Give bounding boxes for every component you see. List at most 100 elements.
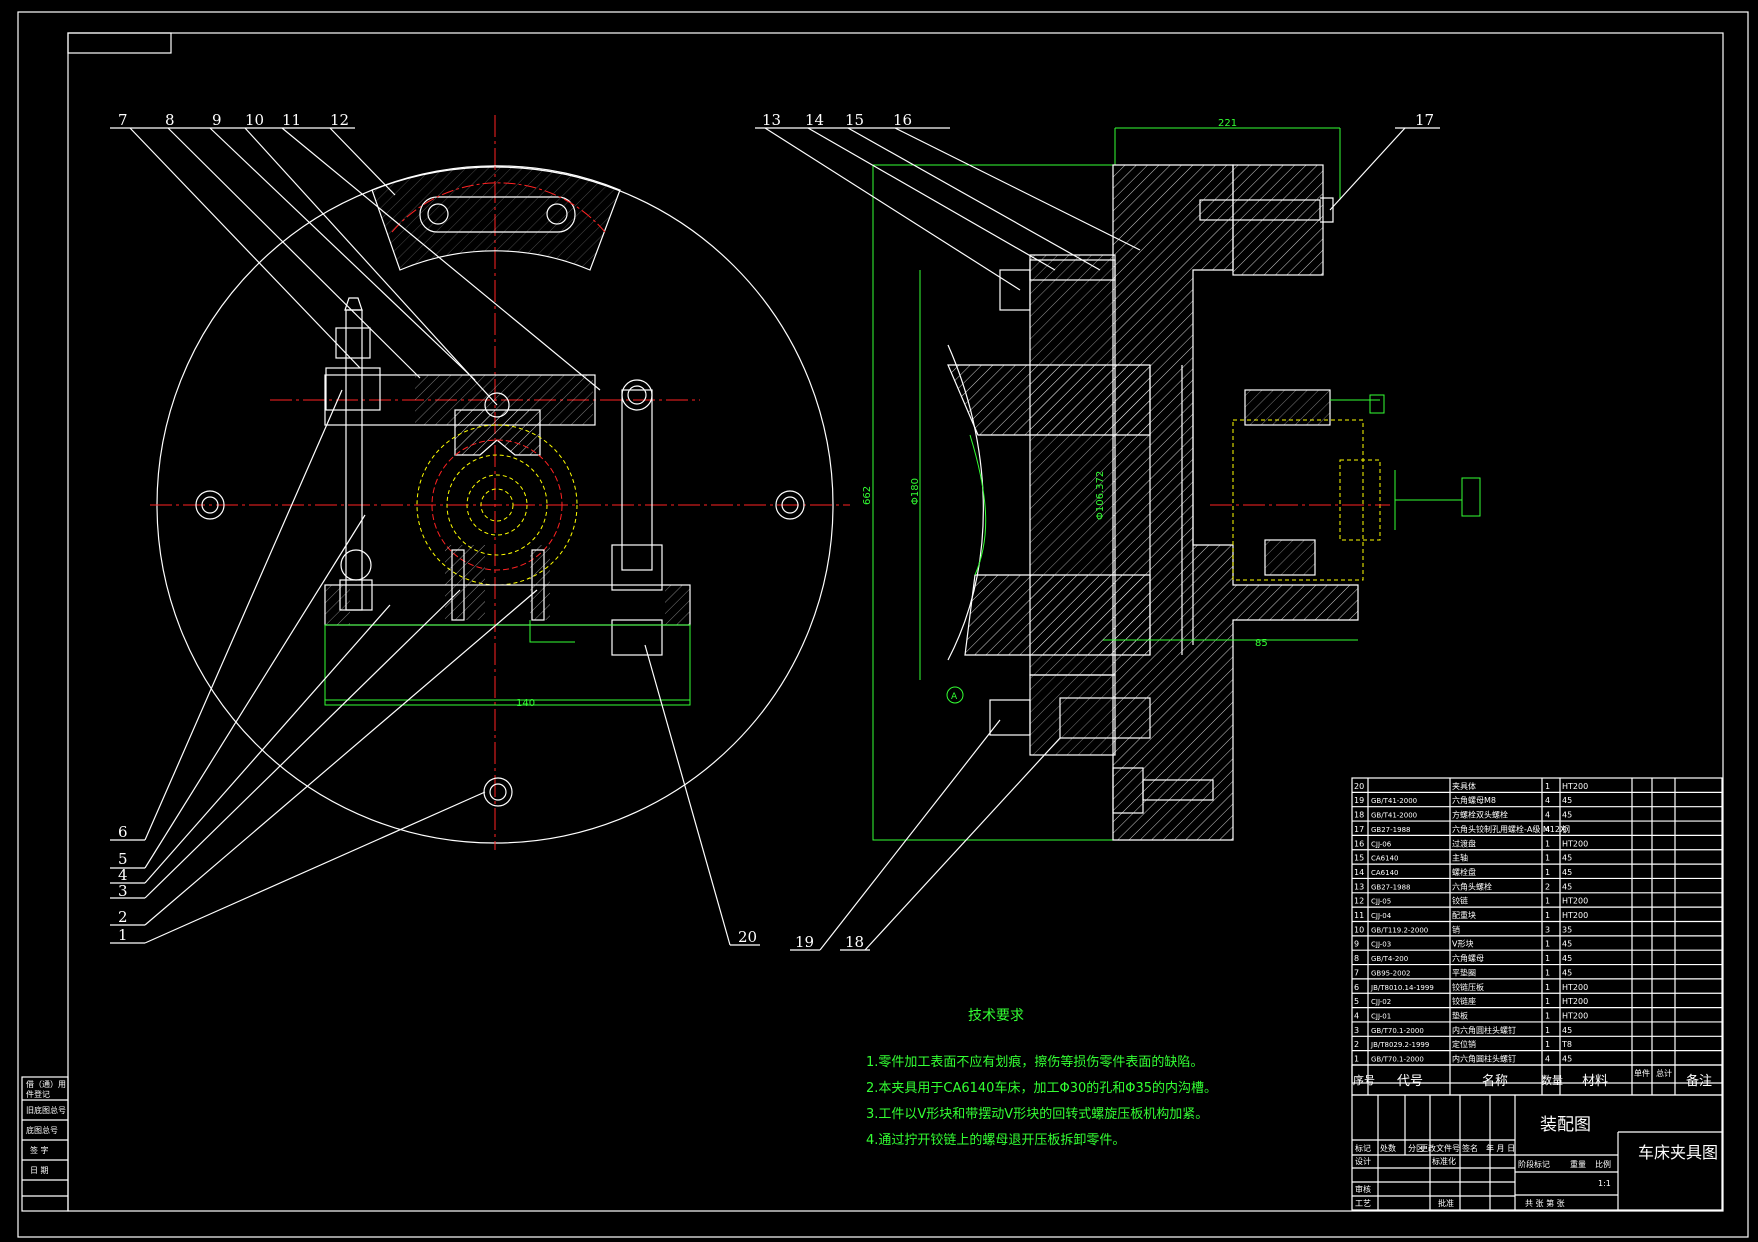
bom-cell: CA6140: [1371, 869, 1399, 877]
bom-cell: 六角头螺栓: [1452, 881, 1492, 891]
tech-item-4: 4.通过拧开铰链上的螺母退开压板拆卸零件。: [866, 1132, 1125, 1148]
balloon-19: 19: [795, 933, 814, 951]
bom-cell: JB/T8010.14-1999: [1370, 984, 1434, 992]
scale-value: 1:1: [1598, 1179, 1611, 1188]
title-label-approve: 批准: [1438, 1198, 1454, 1208]
bom-cell: 45: [1562, 811, 1572, 820]
front-view: 140: [150, 115, 850, 850]
bom-cell: GB/T41-2000: [1371, 812, 1417, 820]
balloon-16: 16: [893, 111, 912, 129]
bom-cell: 45: [1562, 940, 1572, 949]
bom-cell: 1: [1545, 897, 1550, 906]
bom-cell: HT200: [1562, 782, 1588, 791]
bom-cell: 铰链压板: [1452, 982, 1484, 992]
bom-cell: GB/T41-2000: [1371, 797, 1417, 805]
balloon-7: 7: [118, 111, 128, 129]
title-label-std: 标准化: [1432, 1156, 1456, 1166]
bom-h-name: 名称: [1482, 1073, 1508, 1089]
balloon-8: 8: [165, 111, 175, 129]
bom-cell: 1: [1545, 854, 1550, 863]
title-label-date: 年 月 日: [1486, 1143, 1515, 1153]
bom-cell: 六角头铰制孔用螺栓-A级 M12X: [1452, 824, 1566, 834]
leaders: [110, 127, 1440, 951]
title-label-scale: 比例: [1595, 1159, 1611, 1169]
bom-cell: 45: [1562, 868, 1572, 877]
bom-cell: 12: [1354, 897, 1364, 906]
balloon-5: 5: [118, 850, 128, 868]
bom-cell: 1: [1545, 911, 1550, 920]
side-stamp-3: 旧底图总号: [26, 1105, 66, 1115]
side-stamp-5: 签 字: [30, 1145, 49, 1155]
dim-662: 662: [862, 486, 873, 505]
bom-h-no: 序号: [1353, 1073, 1375, 1087]
title-label-mark: 标记: [1355, 1143, 1371, 1153]
balloon-12: 12: [330, 111, 349, 129]
bom-cell: CJJ-05: [1371, 898, 1391, 906]
title-block: 标记 处数 分区 更改文件号 签名 年 月 日 设计 标准化 阶段标记 重量 比…: [1351, 1094, 1723, 1211]
bom-cell: 10: [1354, 925, 1364, 934]
bom-cell: GB27-1988: [1371, 826, 1410, 834]
balloon-11: 11: [282, 111, 301, 129]
bom-cell: 7: [1354, 968, 1359, 977]
side-stamp-4: 底图总号: [26, 1125, 58, 1135]
section-label-a: A: [951, 692, 958, 702]
bom-cell: HT200: [1562, 1011, 1588, 1020]
bom-cell: T8: [1561, 1040, 1572, 1049]
bom-cell: 6: [1354, 983, 1359, 992]
bom-cell: 13: [1354, 882, 1364, 891]
title-label-review: 审核: [1355, 1184, 1371, 1194]
bom-cell: 11: [1354, 911, 1364, 920]
title-label-sheets: 共 张 第 张: [1525, 1198, 1565, 1208]
bom-cell: 1: [1354, 1055, 1359, 1064]
bom-h-unit: 单件: [1634, 1068, 1650, 1078]
title-label-stage: 阶段标记: [1518, 1159, 1550, 1169]
bom-cell: 18: [1354, 811, 1364, 820]
bom-cell: 1: [1545, 983, 1550, 992]
balloon-2: 2: [118, 908, 128, 926]
title-label-process: 工艺: [1355, 1199, 1371, 1208]
bom-cell: 六角螺母M8: [1452, 795, 1496, 805]
bom-cell: 35: [1562, 925, 1572, 934]
bom-cell: GB/T4-200: [1371, 955, 1408, 963]
drawing-type: 装配图: [1540, 1115, 1591, 1135]
balloon-14: 14: [805, 111, 824, 129]
disk-hole-right: [775, 490, 805, 520]
bom-cell: 4: [1545, 1055, 1550, 1064]
section-view: 221: [862, 118, 1481, 841]
bom-cell: 45: [1562, 882, 1572, 891]
bom-cell: 9: [1354, 940, 1359, 949]
bom-cell: GB/T70.1-2000: [1371, 1056, 1424, 1064]
bom-cell: 夹具体: [1452, 781, 1476, 791]
bom-cell: 垫板: [1452, 1010, 1468, 1020]
bom-cell: 1: [1545, 1040, 1550, 1049]
bom-cell: CA6140: [1371, 855, 1399, 863]
bom-cell: HT200: [1562, 983, 1588, 992]
bom-cell: HT200: [1562, 997, 1588, 1006]
bom-cell: CJJ-03: [1371, 941, 1391, 949]
bom-cell: 15: [1354, 854, 1364, 863]
tech-item-2: 2.本夹具用于CA6140车床，加工Φ30的孔和Φ35的内沟槽。: [866, 1080, 1217, 1096]
bom-cell: 六角螺母: [1452, 953, 1484, 963]
bom-h-code: 代号: [1397, 1074, 1423, 1089]
tech-title: 技术要求: [968, 1008, 1024, 1024]
balloon-13: 13: [762, 111, 781, 129]
bom-cell: 4: [1545, 811, 1550, 820]
bom-cell: 主轴: [1452, 853, 1468, 863]
tech-requirements: 技术要求 1.零件加工表面不应有划痕，擦伤等损伤零件表面的缺陷。 2.本夹具用于…: [866, 1008, 1217, 1148]
disk-hole-left: [195, 490, 225, 520]
title-label-docno: 更改文件号: [1420, 1143, 1460, 1153]
bom-cell: 45: [1562, 854, 1572, 863]
bom-cell: 1: [1545, 1011, 1550, 1020]
disk-hole-bottom: [483, 777, 513, 807]
bom-cell: GB/T119.2-2000: [1371, 926, 1428, 934]
bom-cell: JB/T8029.2-1999: [1370, 1041, 1429, 1049]
bom-h-qty: 数量: [1541, 1074, 1563, 1087]
dim-221: 221: [1218, 118, 1237, 129]
bom-cell: 内六角圆柱头螺钉: [1452, 1054, 1516, 1064]
bom-cell: 2: [1545, 882, 1550, 891]
bom-cell: 20: [1354, 782, 1364, 791]
base-plate: [324, 584, 691, 626]
bom-cell: 1: [1545, 839, 1550, 848]
bom-cell: 1: [1545, 782, 1550, 791]
